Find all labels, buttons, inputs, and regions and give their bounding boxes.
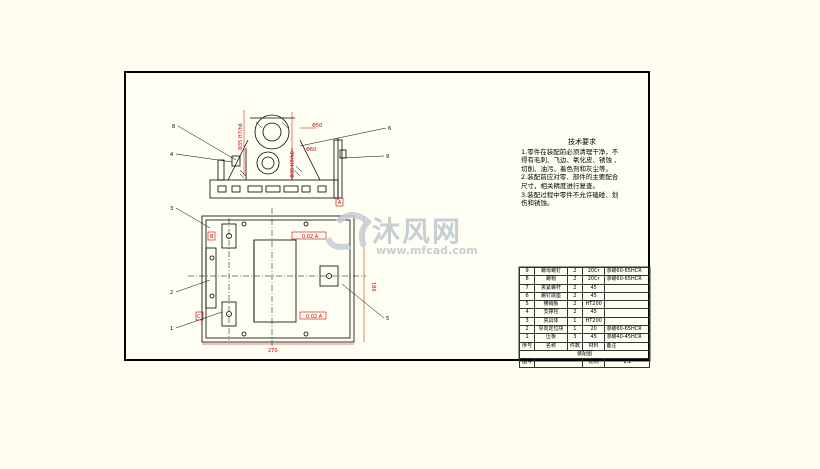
dim-vertical: Φ35 H7/h6: [238, 123, 244, 150]
drawing-info-row: 图号 比例 1:1: [518, 358, 650, 368]
dim-width: 270: [268, 348, 278, 354]
watermark-brand: 沐风网: [372, 215, 463, 248]
callout-2: 2: [170, 290, 173, 296]
pocket: [253, 239, 297, 323]
notes-line: 伤和锈蚀。: [521, 199, 554, 208]
tolerance-frame-2: 0.02 A: [306, 314, 323, 320]
dim-top: Φ50: [312, 123, 322, 129]
large-bore: [254, 114, 290, 150]
small-bore: [256, 151, 280, 175]
notes-line: 得有毛刺、飞边、氧化皮、锈蚀 、: [521, 156, 621, 165]
callout-4: 4: [170, 152, 173, 158]
datum-b: B: [210, 234, 214, 240]
notes-line: 3.装配过程中零件不允许磕碰、划: [521, 190, 619, 199]
watermark-url: www.mfcad.com: [376, 244, 478, 257]
callout-8: 8: [172, 124, 175, 130]
notes-line: 2.装配前应对零、部件的主要配合: [521, 173, 619, 182]
callout-6: 6: [388, 126, 391, 132]
callout-9: 9: [386, 154, 389, 160]
datum-c: C: [197, 314, 201, 320]
callout-3: 3: [170, 206, 173, 212]
notes-title: 技术要求: [568, 138, 596, 146]
base-plate-top-view: [209, 179, 339, 199]
title-row: 装配图: [519, 349, 650, 360]
tolerance-frame-1: 0.02 A: [302, 234, 319, 240]
fixture-body-plan-view: [201, 215, 355, 343]
dim-vertical-2: Φ35 H7/h6: [290, 151, 296, 178]
datum-a: A: [338, 200, 342, 206]
callout-5: 5: [386, 316, 389, 322]
notes-line: 切削、油污、着色剂和灰尘等。: [521, 164, 612, 173]
notes-line: 1.零件在装配前必须清理干净，不: [521, 147, 619, 156]
drawing-title: 装配图: [519, 349, 650, 360]
drawing-no-label: 图号: [518, 358, 536, 368]
callout-1: 1: [170, 326, 173, 332]
technical-requirements: 技术要求 1.零件在装配前必须清理干净，不 得有毛刺、飞边、氧化皮、锈蚀 、 切…: [521, 138, 643, 208]
scale-value: 1:1: [604, 358, 650, 368]
scale-label: 比例: [581, 358, 606, 368]
dim-top-2: Φ60: [306, 147, 316, 153]
notes-line: 尺寸，相关精度进行复查。: [521, 181, 599, 190]
table-header-row: 序号名称件数材料备注: [518, 341, 650, 351]
dim-height: 180: [370, 282, 376, 292]
